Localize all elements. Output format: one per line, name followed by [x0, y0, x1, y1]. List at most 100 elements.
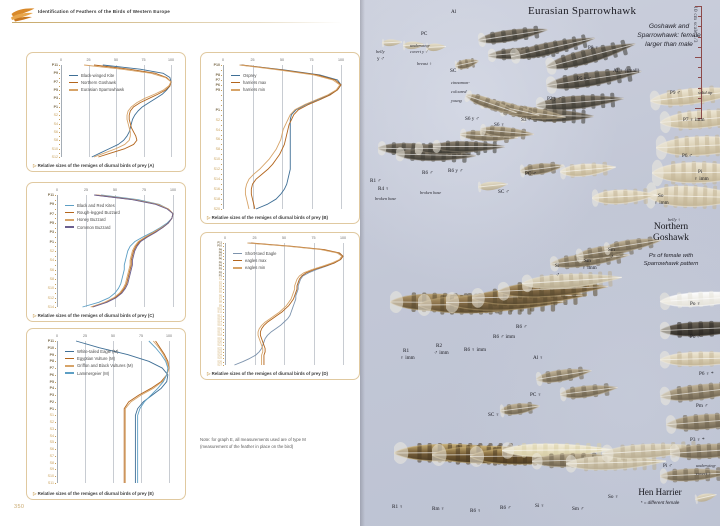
feather-label: R4 ♀	[378, 186, 390, 192]
feather-outline	[659, 351, 720, 367]
feather-vane	[660, 383, 720, 401]
feather-label: cinnamon-	[451, 80, 470, 85]
feather-downy-base	[545, 76, 558, 94]
legend-item: Lammergeier (M)	[65, 371, 133, 376]
feather-shaft	[520, 165, 564, 172]
feather-outline	[659, 291, 720, 307]
legend-swatch	[231, 74, 240, 77]
chart-ytick-label: S18	[217, 333, 222, 337]
feather-logo-icon	[11, 8, 35, 22]
feather-specimen	[659, 320, 720, 340]
feather-shaft	[656, 142, 720, 149]
feather-label: young	[451, 98, 462, 103]
feather-bar	[600, 93, 606, 109]
book-gutter-shadow	[360, 0, 365, 526]
chart-ytick-mark	[222, 275, 225, 277]
feather-outline	[603, 238, 663, 253]
legend-swatch	[69, 74, 78, 77]
chart-ytick-label: S9	[49, 467, 54, 472]
feather-label: Pm ♂	[696, 403, 709, 409]
feather-label: P6 ♂	[682, 153, 693, 159]
chart-ytick-label: S6	[215, 137, 220, 142]
chart-series-layer	[239, 64, 342, 210]
chart-ytick-mark	[54, 422, 57, 424]
chart-ytick-mark	[222, 325, 225, 327]
feather-label: ♂	[610, 254, 614, 260]
feather-shaft	[591, 194, 656, 199]
chart-ytick-label: P9	[49, 202, 54, 207]
chart-ytick-label: P3	[53, 96, 58, 101]
feather-label: broken base	[420, 190, 442, 195]
feather-shaft	[455, 60, 479, 67]
feather-label: broken base	[375, 196, 397, 201]
chart-ytick-label: P6	[218, 257, 222, 261]
feather-downy-base	[649, 90, 661, 111]
feather-label: underwing-	[410, 43, 431, 48]
chart-gridline	[85, 341, 86, 483]
chart-ytick-mark	[222, 259, 225, 261]
chart-ytick-mark	[220, 169, 223, 171]
chart-xtick-label: 100	[170, 188, 176, 192]
feather-bar	[473, 141, 478, 153]
legend-item: Black and Red Kites	[65, 203, 120, 208]
chart-ytick-mark	[222, 252, 225, 254]
chart-ytick-label: P3	[218, 267, 222, 271]
feather-shaft	[382, 41, 402, 44]
feather-downy-base	[669, 444, 681, 462]
chart-ytick-mark	[222, 322, 225, 324]
feather-downy-base	[394, 442, 409, 464]
feather-label: covert ♀	[696, 471, 712, 476]
chart-ytick-mark	[222, 358, 225, 360]
chart-ytick-label: S10	[51, 146, 58, 151]
chart-ytick-mark	[58, 123, 61, 125]
feather-label: ♀ imm	[694, 176, 709, 182]
legend-swatch	[231, 89, 240, 91]
chart-ytick-label: S19	[217, 337, 222, 341]
chart-gridline	[141, 341, 142, 483]
chart-ytick-mark	[58, 144, 61, 146]
feather-specimen	[535, 366, 594, 387]
legend-label: Black-winged Kite	[81, 73, 115, 78]
chart-ytick-mark	[220, 139, 223, 141]
chart-xtick-label: 50	[280, 58, 284, 62]
chart-line-series	[247, 242, 343, 365]
feather-vane	[650, 87, 720, 106]
chart-plot-E	[57, 340, 170, 483]
feather-downy-base	[549, 256, 560, 272]
feather-outline	[649, 87, 720, 106]
chart-ytick-mark	[54, 341, 57, 342]
legend-swatch	[69, 89, 78, 91]
ruler-tick	[695, 108, 702, 109]
chart-ytick-mark	[220, 69, 223, 71]
feather-bar	[493, 101, 501, 112]
chart-ytick-label: S8	[53, 138, 58, 143]
feather-outline	[559, 163, 617, 177]
feather-shaft	[502, 449, 612, 451]
page-number: 350	[14, 504, 25, 510]
chart-xtick-label: 100	[340, 236, 346, 240]
feather-shaft	[646, 194, 720, 199]
left-page: Identification of Feathers of the Birds …	[11, 8, 360, 510]
feather-specimen	[519, 161, 565, 178]
feather-bar	[581, 109, 586, 124]
chart-ytick-mark	[220, 149, 223, 151]
feather-shaft	[650, 89, 720, 102]
chart-ytick-label: S6	[49, 447, 54, 452]
chart-ytick-label: P10	[47, 345, 54, 350]
chart-ytick-mark	[58, 85, 61, 87]
feather-specimen	[665, 412, 720, 434]
feather-vane	[666, 414, 720, 430]
legend-label: harriers min	[243, 87, 266, 93]
chart-ytick-mark	[222, 348, 225, 350]
chart-ytick-mark	[54, 354, 57, 356]
feather-downy-base	[426, 42, 429, 53]
chart-ytick-label: P2	[49, 399, 54, 404]
feather-label: R6 ♀ imm	[464, 347, 487, 353]
chart-ytick-mark	[58, 119, 61, 121]
plate-title-sparrowhawk: Eurasian Sparrowhawk	[528, 5, 637, 17]
chart-ytick-label: S8	[215, 147, 220, 152]
feather-shaft	[560, 166, 616, 173]
chart-ytick-mark	[220, 104, 223, 106]
